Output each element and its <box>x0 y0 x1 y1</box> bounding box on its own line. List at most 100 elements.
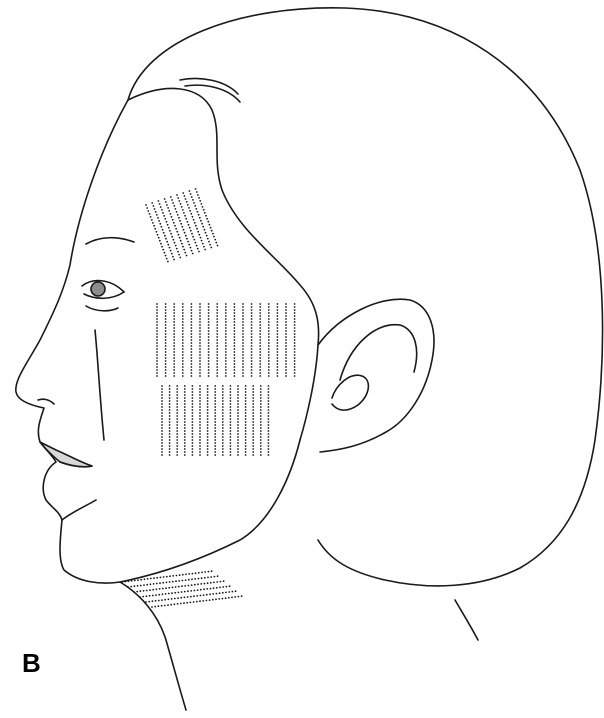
treatment-dot <box>285 342 287 344</box>
treatment-dot <box>176 211 178 213</box>
treatment-dot <box>169 581 171 583</box>
ear-outer <box>318 299 434 452</box>
treatment-dot <box>216 351 218 353</box>
treatment-dot <box>204 212 206 214</box>
treatment-dot <box>222 388 224 390</box>
treatment-dot <box>169 400 171 402</box>
treatment-dot <box>156 360 158 362</box>
treatment-dot <box>208 345 210 347</box>
treatment-dot <box>259 327 261 329</box>
treatment-dot <box>230 385 232 387</box>
treatment-dot <box>151 219 153 221</box>
treatment-dot <box>161 448 163 450</box>
treatment-dot <box>173 330 175 332</box>
treatment-dot <box>169 436 171 438</box>
treatment-dot <box>124 581 126 583</box>
treatment-dot <box>203 594 205 596</box>
treatment-dot <box>268 360 270 362</box>
treatment-dot <box>163 215 165 217</box>
treatment-dot <box>245 412 247 414</box>
treatment-dot <box>199 363 201 365</box>
treatment-dot <box>133 591 135 593</box>
treatment-dot <box>170 196 172 198</box>
treatment-dot <box>222 592 224 594</box>
treatment-dot <box>214 439 216 441</box>
treatment-dot <box>184 215 186 217</box>
treatment-dot <box>208 348 210 350</box>
treatment-dot <box>294 345 296 347</box>
treatment-dot <box>242 351 244 353</box>
treatment-dot <box>189 210 191 212</box>
treatment-dot <box>208 363 210 365</box>
treatment-dot <box>176 403 178 405</box>
treatment-dot <box>146 584 148 586</box>
treatment-dot <box>202 600 204 602</box>
treatment-dot <box>180 603 182 605</box>
treatment-dot <box>178 592 180 594</box>
treatment-dot <box>245 454 247 456</box>
treatment-dot <box>186 602 188 604</box>
treatment-dot <box>268 397 270 399</box>
treatment-dot <box>191 312 193 314</box>
treatment-dot <box>212 599 214 601</box>
treatment-dot <box>268 369 270 371</box>
treatment-dot <box>156 372 158 374</box>
treatment-dot <box>198 234 200 236</box>
treatment-dot <box>190 213 192 215</box>
treatment-dot <box>182 303 184 305</box>
treatment-dot <box>173 205 175 207</box>
treatment-dot <box>222 415 224 417</box>
treatment-dot <box>169 439 171 441</box>
treatment-dot <box>182 345 184 347</box>
treatment-dot <box>184 430 186 432</box>
treatment-dot <box>196 245 198 247</box>
treatment-dot <box>229 585 231 587</box>
treatment-dot <box>181 206 183 208</box>
treatment-dot <box>259 345 261 347</box>
treatment-dot <box>149 213 151 215</box>
treatment-dot <box>177 603 179 605</box>
treatment-dot <box>152 222 154 224</box>
treatment-dot <box>169 445 171 447</box>
treatment-dot <box>199 327 201 329</box>
treatment-dot <box>199 400 201 402</box>
treatment-dot <box>170 233 172 235</box>
treatment-dot <box>225 375 227 377</box>
treatment-dot <box>201 577 203 579</box>
treatment-dot <box>191 233 193 235</box>
treatment-dot <box>230 397 232 399</box>
treatment-dot <box>160 243 162 245</box>
treatment-dot <box>191 345 193 347</box>
treatment-dot <box>225 333 227 335</box>
treatment-dot <box>192 409 194 411</box>
treatment-dot <box>277 321 279 323</box>
treatment-dot <box>268 388 270 390</box>
treatment-dot <box>277 324 279 326</box>
treatment-dot <box>182 192 184 194</box>
treatment-dot <box>161 209 163 211</box>
treatment-dot <box>199 409 201 411</box>
treatment-dot <box>277 306 279 308</box>
treatment-dot <box>252 454 254 456</box>
treatment-dot <box>161 397 163 399</box>
treatment-dot <box>245 442 247 444</box>
treatment-dot <box>252 421 254 423</box>
treatment-dot <box>194 578 196 580</box>
treatment-dot <box>268 354 270 356</box>
treatment-dot <box>207 436 209 438</box>
treatment-dot <box>214 406 216 408</box>
treatment-dot <box>156 303 158 305</box>
treatment-dot <box>294 336 296 338</box>
treatment-dot <box>216 342 218 344</box>
treatment-dot <box>200 595 202 597</box>
treatment-dot <box>268 385 270 387</box>
treatment-dot <box>234 330 236 332</box>
treatment-dot <box>214 403 216 405</box>
ear-concha <box>332 375 368 410</box>
treatment-dot <box>207 582 209 584</box>
treatment-dot <box>199 385 201 387</box>
treatment-dot <box>176 418 178 420</box>
treatment-dot <box>268 345 270 347</box>
treatment-dot <box>268 409 270 411</box>
